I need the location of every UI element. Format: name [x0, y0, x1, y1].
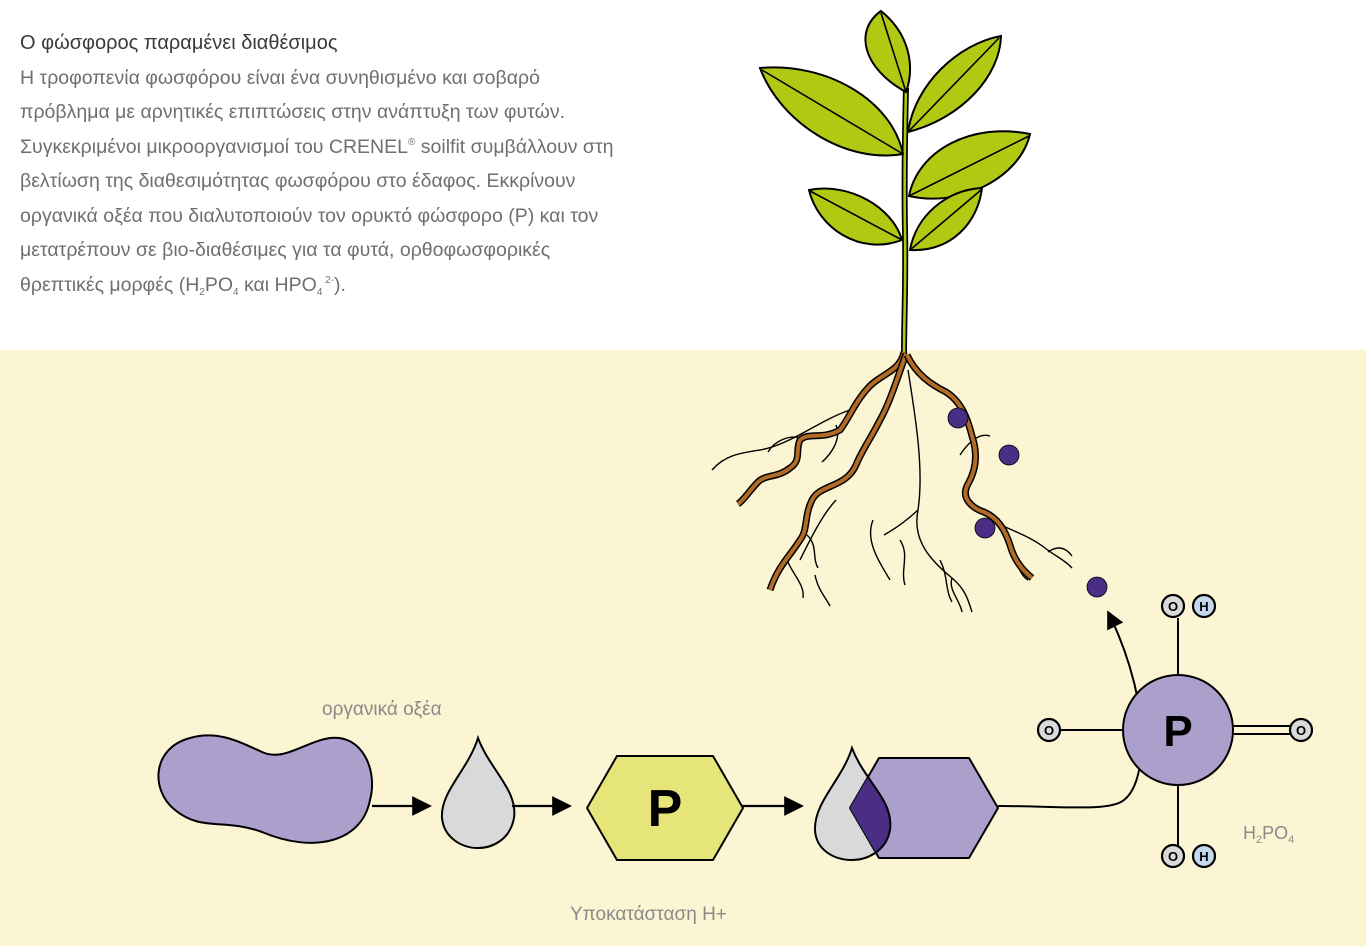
phosphate-dot [1086, 576, 1108, 598]
oxygen-symbol: O [1168, 849, 1178, 864]
hexagon-symbol: P [648, 780, 683, 838]
subscript: 4 [233, 286, 239, 298]
phosphorus-atom [1122, 674, 1234, 786]
intro-line-text: και HPO [238, 273, 317, 296]
intro-line: πρόβλημα με αρνητικές επιπτώσεις στην αν… [20, 101, 566, 123]
plant-roots [711, 350, 1073, 613]
superscript: 2- [322, 274, 335, 286]
intro-line: Η τροφοπενία φωσφόρου είναι ένα συνηθισμ… [20, 66, 540, 89]
plant-stem-core [902, 87, 908, 356]
hydrogen-symbol: H [1199, 849, 1208, 864]
subscript: 2 [1256, 834, 1263, 846]
oxygen-symbol: O [1168, 599, 1178, 614]
intro-line-text: soilfit συμβάλλουν στη [415, 135, 614, 158]
acid-droplet-icon [440, 734, 516, 850]
phosphate-dot [947, 407, 969, 429]
hydrogen-symbol: H [1199, 599, 1208, 614]
intro-line: μετατρέπουν σε βιο-διαθέσιμες για τα φυτ… [20, 239, 551, 261]
overlap-region [850, 758, 892, 858]
oxygen-atom [1288, 717, 1314, 743]
molecule-center-symbol: P [1163, 707, 1192, 756]
leaf-icon [807, 187, 904, 246]
phosphate-formula-label: H2PO4 [1243, 823, 1295, 846]
subscript: 4 [1288, 834, 1295, 846]
main-root [903, 353, 1035, 581]
mineral-phosphorus-hexagon [585, 755, 745, 861]
intro-line-text: PO [204, 273, 234, 296]
phosphate-molecule [1036, 593, 1314, 869]
oxygen-atom [1160, 843, 1186, 869]
subscript: 2 [199, 286, 205, 298]
microorganism-shape [157, 734, 374, 844]
intro-line: οργανικά οξέα που διαλυτοποιούν τον ορυκ… [20, 204, 599, 227]
phosphate-dot [974, 517, 996, 539]
leaf-icon [758, 66, 905, 157]
leaf-icon [906, 34, 1003, 134]
connector-line [997, 610, 1143, 809]
oxygen-symbol: O [1296, 723, 1306, 738]
leaf-icon [907, 130, 1032, 200]
intro-line: θρεπτικές μορφές (H2PO4 και HPO4 2-). [20, 268, 780, 303]
formula-part: H [1243, 823, 1256, 843]
intro-line-text: θρεπτικές μορφές (H [20, 273, 200, 296]
formula-part: PO [1262, 823, 1289, 843]
oxygen-symbol: O [1044, 723, 1054, 738]
intro-text: Ο φώσφορος παραμένει διαθέσιμος Η τροφοπ… [20, 26, 780, 302]
subscript: 4 [316, 286, 323, 298]
substitution-label: Υποκατάσταση H+ [570, 904, 727, 925]
intro-title: Ο φώσφορος παραμένει διαθέσιμος [20, 32, 338, 54]
thin-roots [711, 369, 1073, 613]
intro-line-text: Συγκεκριμένοι μικροοργανισμοί του CRENEL [20, 135, 408, 158]
leaf-icon [908, 186, 984, 252]
organic-acids-label: οργανικά οξέα [322, 699, 442, 720]
registered-mark: ® [407, 136, 416, 148]
phosphate-dots [947, 407, 1108, 598]
oxygen-atom [1036, 717, 1062, 743]
phosphate-dot [998, 444, 1020, 466]
plant [758, 9, 1032, 356]
intro-line: Συγκεκριμένοι μικροοργανισμοί του CRENEL… [20, 130, 780, 165]
oxygen-atom [1160, 593, 1186, 619]
hydrogen-atom [1191, 843, 1217, 869]
leaf-icon [864, 9, 911, 94]
intro-line-text: ). [334, 273, 346, 296]
hydrogen-atom [1191, 593, 1217, 619]
intro-line: βελτίωση της διαθεσιμότητας φωσφόρου στο… [20, 170, 576, 192]
